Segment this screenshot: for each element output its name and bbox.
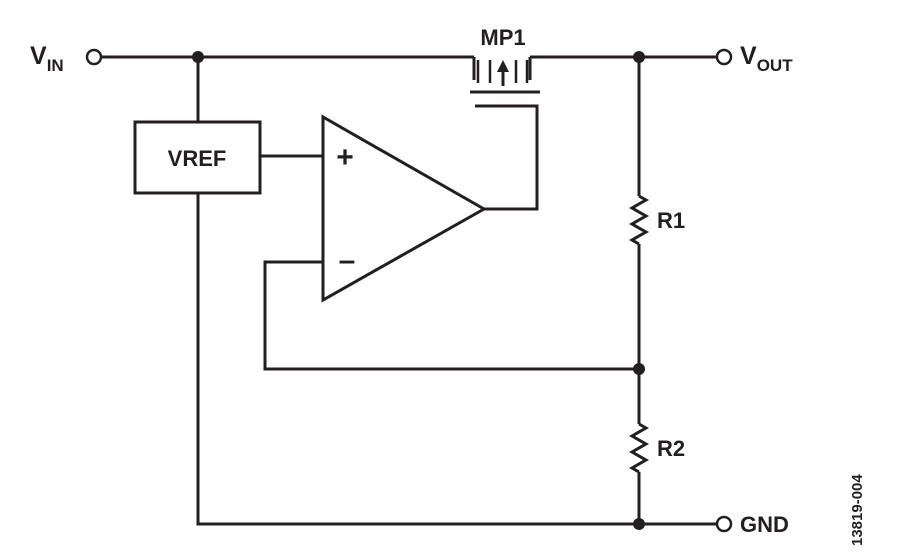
gnd-label: GND: [740, 512, 789, 537]
junction-vin: [192, 51, 204, 63]
figure-id: 13819-004: [849, 474, 866, 546]
mp1-label: MP1: [480, 25, 525, 50]
error-amplifier: [321, 114, 488, 303]
opamp-minus-sign: –: [339, 244, 356, 277]
junction-feedback: [633, 363, 645, 375]
r2-label: R2: [657, 436, 685, 461]
feedback-wire: [263, 260, 639, 371]
vout-label: VOUT: [740, 42, 793, 75]
r1-resistor: [628, 194, 650, 246]
junction-gnd: [633, 518, 645, 530]
r2-resistor: [628, 422, 650, 474]
mosfet-mp1: [470, 57, 540, 211]
opamp-plus-sign: +: [336, 141, 354, 174]
vout-terminal: [715, 48, 733, 66]
gnd-terminal: [715, 515, 733, 533]
vin-terminal: [85, 48, 103, 66]
gnd-rail-wire: [196, 193, 717, 526]
vref-label: VREF: [168, 146, 227, 171]
vin-label: VIN: [30, 42, 64, 75]
r1-label: R1: [657, 208, 685, 233]
junction-vout: [633, 51, 645, 63]
